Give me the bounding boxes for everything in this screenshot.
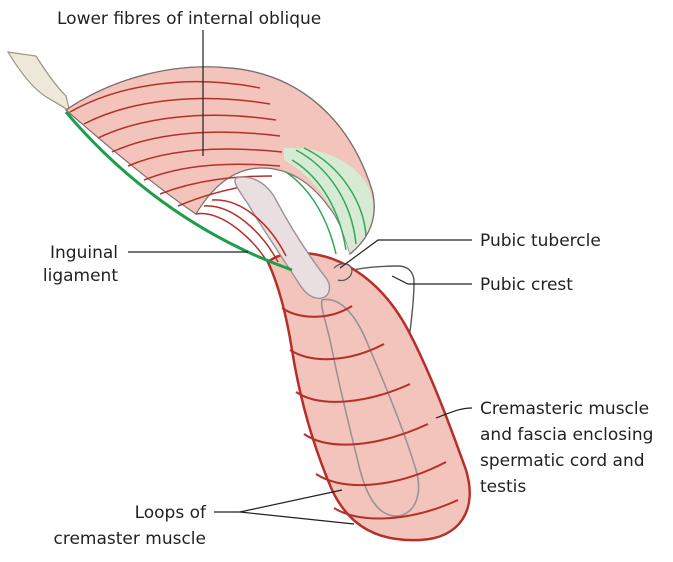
label-cremasteric-3: spermatic cord and — [480, 451, 645, 471]
bone-ilium — [8, 52, 70, 112]
label-pubic-crest: Pubic crest — [480, 275, 573, 295]
label-loops-2: cremaster muscle — [54, 529, 207, 549]
label-cremasteric-2: and fascia enclosing — [480, 425, 653, 445]
label-inguinal-1: Inguinal — [50, 243, 118, 263]
leader-loops-a — [240, 490, 342, 512]
label-cremasteric-4: testis — [480, 477, 526, 497]
cremasteric-sac — [268, 253, 470, 540]
label-pubic-tubercle: Pubic tubercle — [480, 231, 601, 251]
label-loops-1: Loops of — [135, 503, 207, 523]
label-cremasteric-1: Cremasteric muscle — [480, 399, 649, 419]
leader-pubic-crest — [392, 276, 472, 284]
label-inguinal-2: ligament — [43, 266, 118, 286]
leader-loops-b — [240, 512, 354, 524]
label-lower-fibres: Lower fibres of internal oblique — [57, 9, 321, 29]
